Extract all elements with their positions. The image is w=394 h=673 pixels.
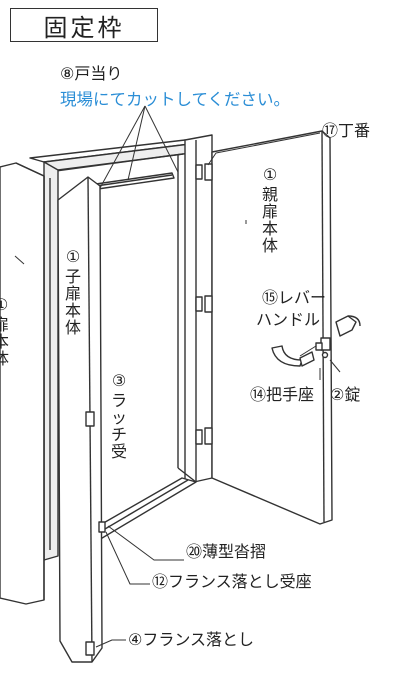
lever-handle-icon bbox=[271, 315, 361, 367]
page-title: 固定枠 bbox=[10, 8, 158, 42]
lock-label: ②錠 bbox=[330, 385, 361, 404]
hinge-label: ⑰丁番 bbox=[322, 121, 371, 140]
flush-bolt-seat-label: ⑫フランス落とし受座 bbox=[152, 572, 312, 591]
latch-number: ③ bbox=[111, 371, 127, 390]
cut-note: 現場にてカットしてください。 bbox=[60, 90, 291, 109]
threshold-label: ⑳薄型沓摺 bbox=[186, 542, 267, 561]
door-stop-label: ⑧戸当り bbox=[60, 64, 123, 83]
hinge-icon bbox=[195, 164, 203, 445]
lever-label-line1: レバー bbox=[278, 288, 327, 307]
leader-lines bbox=[14, 105, 341, 648]
frame-head bbox=[29, 139, 199, 173]
parent-door bbox=[204, 130, 333, 525]
handle-base-label: ⑭把手座 bbox=[250, 385, 315, 404]
lever-number: ⑮ bbox=[262, 288, 279, 307]
child-door-number: ① bbox=[65, 247, 81, 266]
left-door-partial bbox=[0, 162, 45, 605]
parent-door-label: 親扉本体 bbox=[261, 185, 278, 255]
frame-left-jamb bbox=[43, 161, 59, 561]
left-door-number: ① bbox=[0, 295, 9, 314]
left-door-label: 扉本体 bbox=[0, 315, 9, 368]
flush-bolt-label: ④フランス落とし bbox=[128, 630, 255, 649]
latch-label: ラッチ受 bbox=[110, 391, 127, 461]
lever-label-line2: ハンドル bbox=[256, 310, 321, 329]
parent-door-number: ① bbox=[262, 165, 278, 184]
child-door bbox=[57, 176, 106, 663]
child-door-label: 子扉本体 bbox=[64, 267, 81, 337]
